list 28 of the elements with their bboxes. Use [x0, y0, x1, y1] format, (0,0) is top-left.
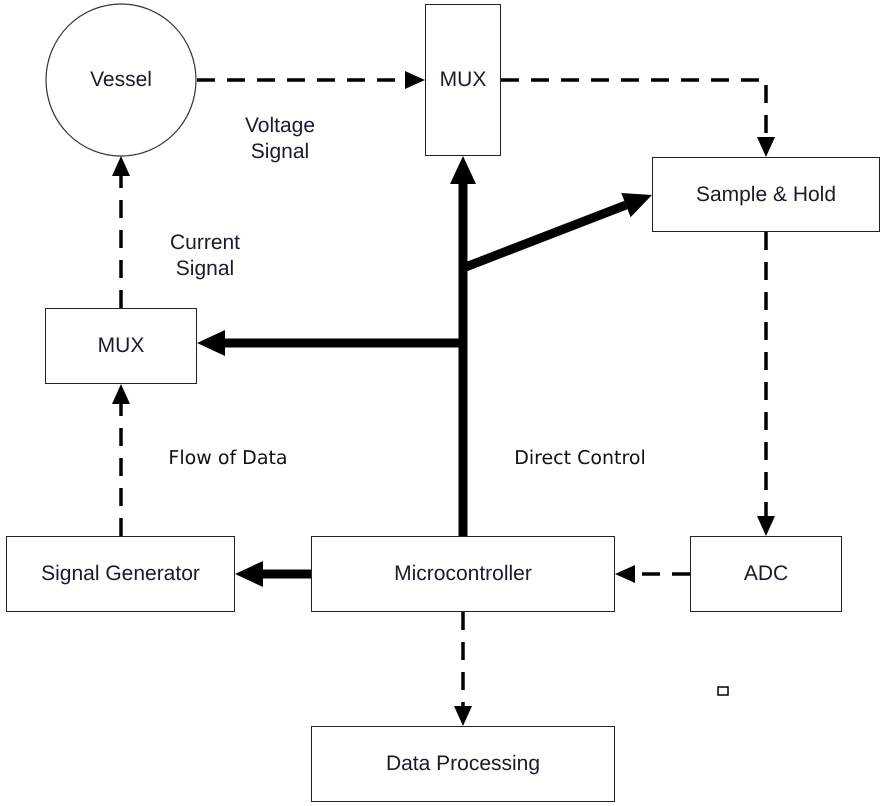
arrow	[235, 561, 311, 587]
arrow	[454, 612, 472, 726]
node-label: Vessel	[90, 68, 152, 92]
signal-label: Current Signal	[168, 230, 242, 282]
process-box	[690, 536, 842, 612]
arrow	[112, 384, 130, 536]
process-box	[652, 157, 880, 232]
signal-label: Direct Control	[513, 447, 647, 471]
signal-label: Voltage Signal	[244, 113, 316, 166]
process-box	[311, 536, 615, 612]
arrow	[112, 156, 130, 308]
arrow	[757, 232, 775, 536]
node-label: MUX	[440, 68, 486, 92]
node-label: MUX	[98, 334, 144, 358]
process-box	[45, 308, 197, 384]
arrow	[615, 565, 690, 583]
node-label: Data Processing	[386, 752, 540, 776]
node-label: ADC	[744, 562, 788, 586]
vessel-circle	[45, 3, 197, 157]
node-label: Sample & Hold	[696, 182, 836, 206]
node-label: Signal Generator	[41, 562, 200, 586]
signal-label: Flow of Data	[167, 447, 289, 471]
arrow	[501, 78, 775, 157]
node-label: Microcontroller	[394, 562, 532, 586]
arrow	[197, 71, 425, 89]
process-box	[425, 4, 501, 156]
process-box	[6, 536, 235, 612]
process-box	[311, 726, 615, 802]
